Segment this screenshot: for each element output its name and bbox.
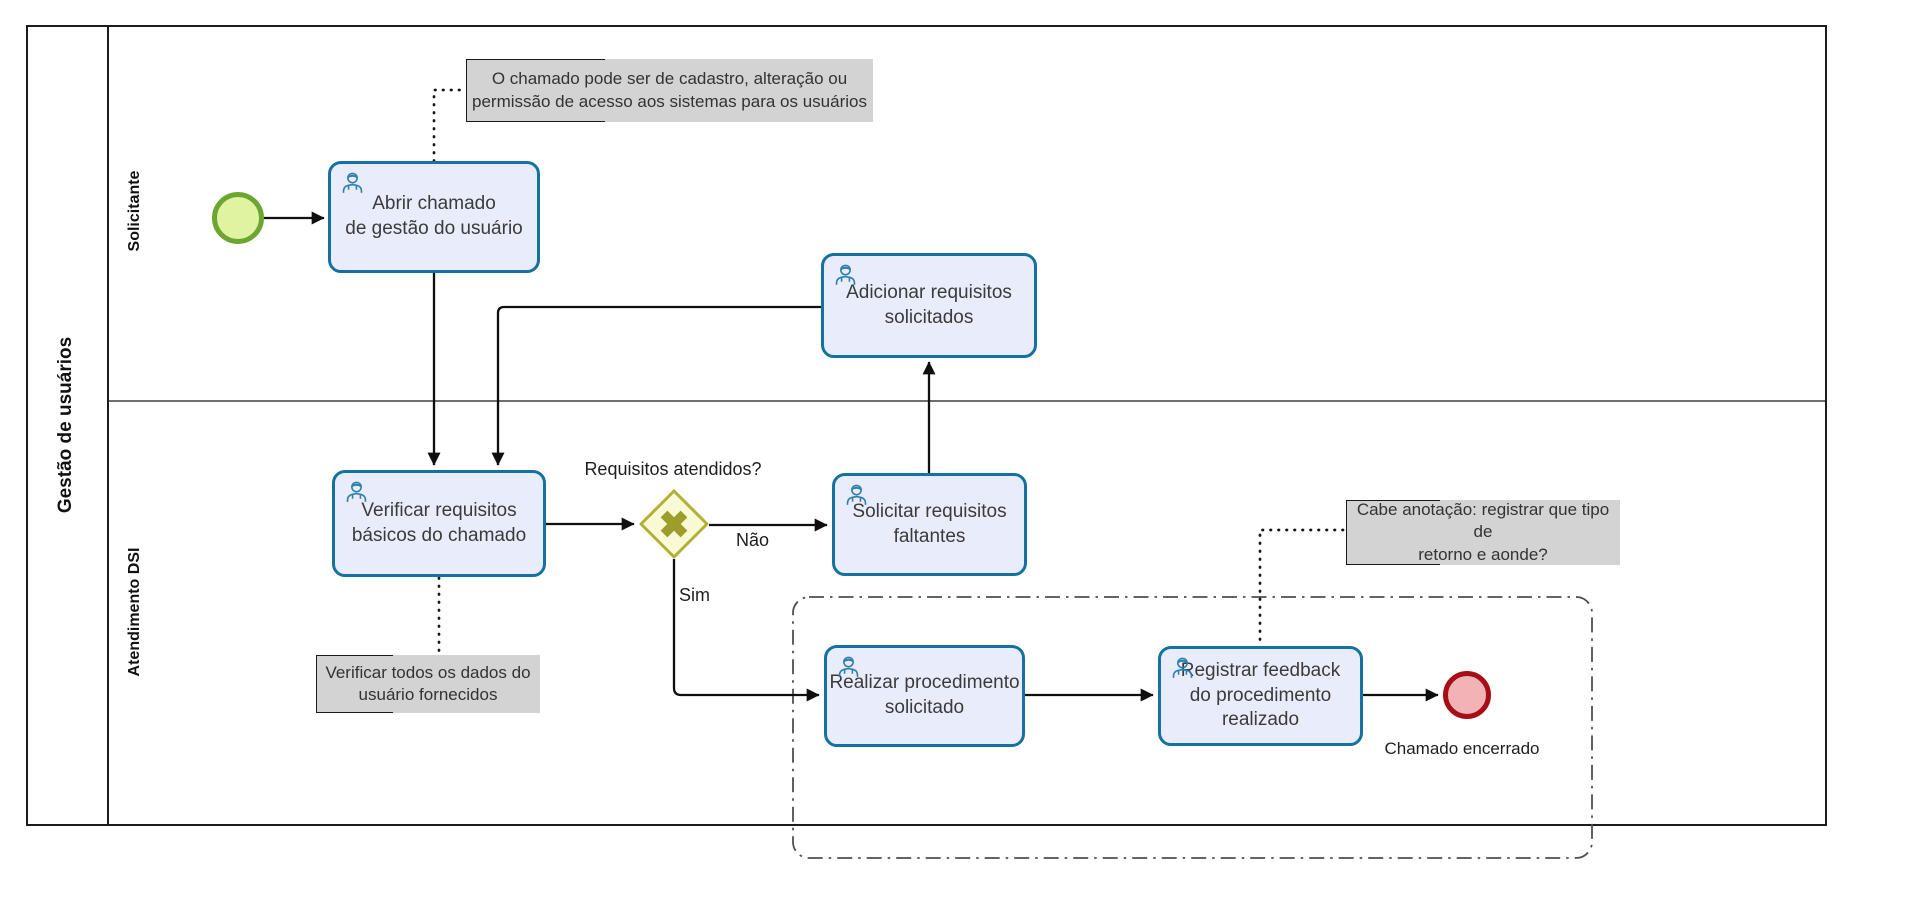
annotation-dados-usuario[interactable]: Verificar todos os dados do usuário forn…	[316, 655, 540, 713]
user-icon	[346, 481, 367, 502]
task-label: Registrar feedback do procedimento reali…	[1180, 659, 1341, 731]
start-event[interactable]	[212, 192, 264, 244]
user-icon	[835, 264, 856, 285]
task-registrar-feedback[interactable]: Registrar feedback do procedimento reali…	[1158, 646, 1363, 746]
user-icon	[1172, 657, 1193, 678]
annotation-tipo-chamado[interactable]: O chamado pode ser de cadastro, alteraçã…	[466, 59, 873, 122]
user-icon	[846, 484, 867, 505]
gateway-x-icon	[639, 489, 709, 559]
task-label: Verificar requisitos básicos do chamado	[351, 499, 527, 546]
end-event-label[interactable]: Chamado encerrado	[1384, 739, 1540, 758]
flow-label-nao[interactable]: Não	[736, 530, 770, 550]
task-realizar-procedimento[interactable]: Realizar procedimento solicitado	[824, 645, 1025, 747]
flow-label-sim[interactable]: Sim	[679, 585, 710, 605]
annotation-feedback[interactable]: Cabe anotação: registrar que tipo de ret…	[1346, 500, 1620, 565]
annotation-text: Cabe anotação: registrar que tipo de ret…	[1356, 499, 1610, 564]
task-solicitar-requisitos[interactable]: Solicitar requisitos faltantes	[832, 473, 1027, 576]
annotation-text: O chamado pode ser de cadastro, alteraçã…	[472, 69, 867, 111]
user-icon	[342, 172, 363, 193]
task-adicionar-requisitos[interactable]: Adicionar requisitos solicitados	[821, 253, 1037, 358]
task-abrir-chamado[interactable]: Abrir chamado de gestão do usuário	[328, 161, 540, 273]
end-event[interactable]	[1443, 671, 1491, 719]
task-label: Adicionar requisitos solicitados	[846, 281, 1012, 328]
lane-divider	[109, 400, 1825, 402]
lane-label-solicitante[interactable]: Solicitante	[126, 170, 143, 252]
pool-header-column	[28, 27, 109, 824]
exclusive-gateway[interactable]	[639, 489, 709, 559]
task-label: Realizar procedimento solicitado	[829, 672, 1020, 718]
task-label: Solicitar requisitos faltantes	[852, 500, 1007, 547]
lane-label-atendimento-dsi[interactable]: Atendimento DSI	[126, 547, 143, 677]
pool-title[interactable]: Gestão de usuários	[55, 336, 76, 514]
task-label: Abrir chamado de gestão do usuário	[345, 193, 523, 239]
annotation-text: Verificar todos os dados do usuário forn…	[325, 662, 531, 704]
task-verificar-requisitos[interactable]: Verificar requisitos básicos do chamado	[332, 470, 546, 577]
gateway-question-label[interactable]: Requisitos atendidos?	[584, 459, 762, 479]
user-icon	[838, 656, 859, 677]
